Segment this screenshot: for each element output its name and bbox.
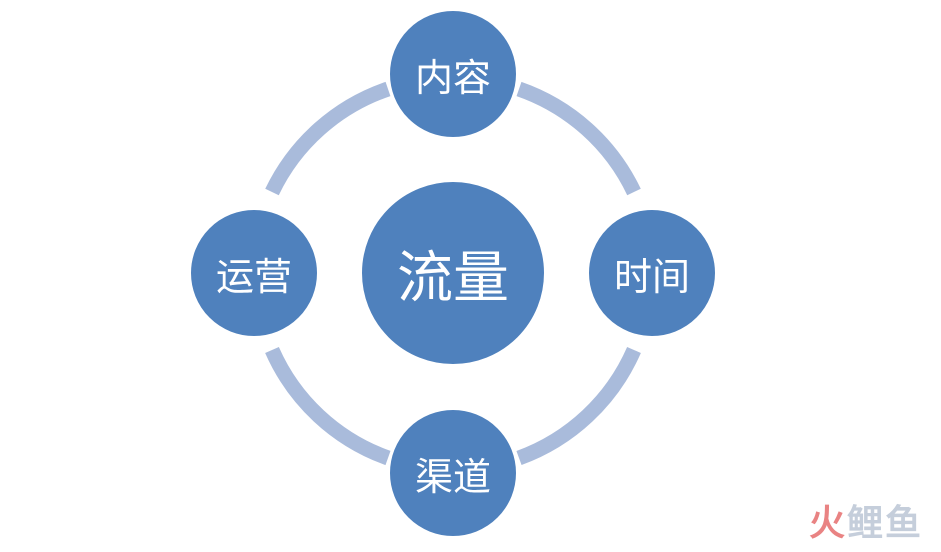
arc-left-top <box>265 81 391 196</box>
watermark-fish-text: 鲤鱼 <box>846 503 923 544</box>
node-operation-label: 运营 <box>215 254 292 299</box>
node-channel-label: 渠道 <box>414 454 491 499</box>
node-traffic-center: 流量 <box>360 180 546 366</box>
node-operation: 运营 <box>189 208 319 338</box>
arc-bottom-left <box>265 346 391 466</box>
node-time-label: 时间 <box>613 254 690 299</box>
node-content: 内容 <box>388 9 518 139</box>
arc-top-right <box>516 81 641 196</box>
watermark-logo: 火鲤鱼 <box>809 494 923 546</box>
node-time: 时间 <box>587 208 717 338</box>
watermark-fire-text: 火 <box>808 503 847 544</box>
node-channel: 渠道 <box>388 408 518 538</box>
node-content-label: 内容 <box>414 55 491 100</box>
arc-right-bottom <box>516 346 641 466</box>
center-label: 流量 <box>397 245 509 311</box>
